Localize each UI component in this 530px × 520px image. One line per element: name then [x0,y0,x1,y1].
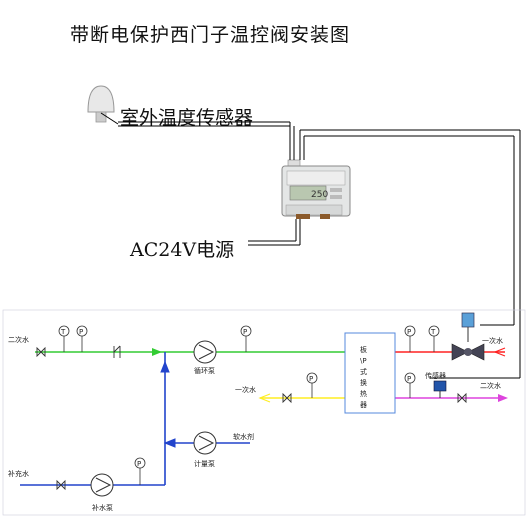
softener-label: 软水剂 [233,432,254,441]
outdoor-sensor-icon [87,85,115,123]
heat-exchanger-label: 板 [360,345,367,354]
makeup-pump-icon [90,473,114,497]
svg-text:换: 换 [360,378,367,387]
valve-icon [282,392,292,404]
valve-icon [56,479,66,491]
pressure-gauge-icon: P [240,325,252,352]
flow-arrow-icon [152,348,162,356]
svg-text:P: P [407,375,411,383]
makeup-water-label: 补充水 [8,469,29,478]
svg-text:T: T [430,328,436,336]
flow-arrow-icon [493,347,506,357]
power-supply-label: AC24V电源 [130,239,235,261]
flow-arrow-icon [163,438,176,448]
temperature-gauge-icon: T [428,325,440,352]
sensor-small-label: 传感器 [425,371,446,380]
svg-text:T: T [60,328,66,336]
svg-text:式: 式 [360,367,367,376]
heat-exchanger [344,332,396,414]
pressure-gauge-icon: P [306,372,318,398]
pressure-gauge-icon: P [404,325,416,352]
primary-water-right-label: 一次水 [482,336,503,345]
pressure-gauge-icon: P [76,325,88,352]
flow-arrow-icon [498,394,508,402]
makeup-pump-label: 补水泵 [92,503,113,512]
primary-water-left-label: 一次水 [235,385,256,394]
flow-arrow-icon [160,360,170,373]
secondary-water-right-label: 二次水 [480,381,501,390]
diagram-title: 带断电保护西门子温控阀安装图 [70,24,351,46]
circulation-pump-icon [193,340,217,364]
temperature-gauge-icon: T [58,325,70,352]
svg-text:热: 热 [360,389,367,398]
svg-text:P: P [309,375,313,383]
secondary-water-left-label: 二次水 [8,335,29,344]
controller-unit: 250 [281,159,351,219]
svg-text:P: P [407,328,411,336]
pressure-gauge-icon: P [404,372,416,398]
pipe-sensor-icon [433,380,447,398]
dosing-pump-label: 计量泵 [194,459,215,468]
svg-text:\P: \P [360,357,367,365]
svg-text:器: 器 [360,401,367,409]
check-valve-icon [113,345,121,358]
valve-icon [36,346,46,358]
controller-display: 250 [311,190,328,200]
svg-text:P: P [243,328,247,336]
valve-icon [457,392,467,404]
outdoor-sensor-label: 室外温度传感器 [120,107,254,129]
flow-arrow-icon [258,393,271,403]
dosing-pump-icon [193,431,217,455]
pressure-gauge-icon: P [134,457,146,485]
circulation-pump-label: 循环泵 [194,366,215,375]
motorized-valve [451,312,485,361]
svg-text:P: P [137,460,141,468]
svg-text:P: P [79,328,83,336]
